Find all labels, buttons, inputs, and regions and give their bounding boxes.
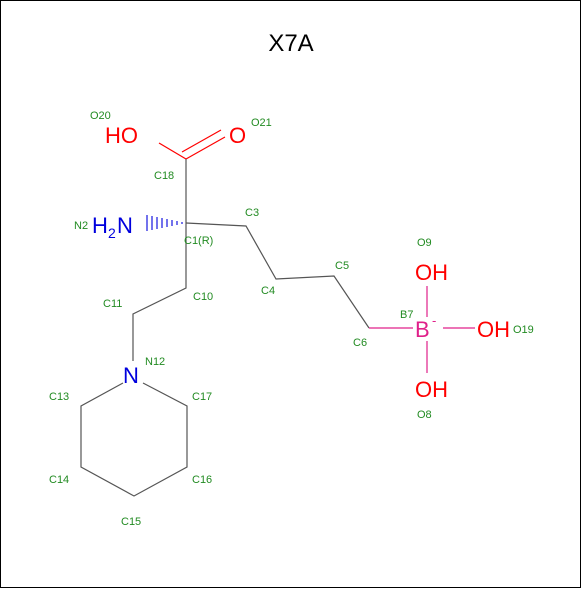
bond-ring-piperidine	[80, 382, 188, 497]
hydroxyl-top: OH	[415, 260, 448, 285]
boron: B	[415, 317, 430, 342]
label-c10: C10	[193, 291, 213, 303]
label-c1: C1(R)	[184, 235, 213, 247]
label-b7: B7	[400, 309, 413, 321]
oxygen-hydroxyl-ho: HO	[105, 123, 138, 148]
label-c18: C18	[154, 170, 174, 182]
hydroxyl-bottom: OH	[415, 377, 448, 402]
label-o19: O19	[513, 324, 534, 336]
label-c5: C5	[335, 260, 349, 272]
label-o20: O20	[90, 110, 111, 122]
bond-c1-n2-hashed-wedge	[146, 215, 183, 231]
amine-subscript: 2	[108, 225, 116, 241]
label-c6: C6	[353, 337, 367, 349]
hydroxyl-right: OH	[477, 317, 510, 342]
ring-nitrogen: N	[123, 363, 139, 388]
label-c4: C4	[261, 285, 275, 297]
label-n12: N12	[145, 356, 165, 368]
label-c14: C14	[49, 474, 69, 486]
label-c15: C15	[121, 516, 141, 528]
label-c17: C17	[192, 391, 212, 403]
label-c16: C16	[192, 474, 212, 486]
label-o8: O8	[417, 409, 432, 421]
label-n2: N2	[74, 220, 88, 232]
oxygen-carbonyl: O	[229, 123, 246, 148]
bond-chain-c1-c6	[185, 222, 370, 329]
amine-nh2: H 2 N	[92, 213, 133, 241]
label-o9: O9	[417, 237, 432, 249]
bond-c18-o21-a	[185, 136, 226, 160]
boron-charge: -	[432, 313, 436, 328]
bond-chain-c1-n12	[132, 223, 187, 361]
molecule-title: X7A	[268, 30, 313, 57]
amine-h: H	[92, 213, 108, 238]
label-c11: C11	[103, 298, 122, 310]
bond-c18-o21-b	[181, 129, 222, 153]
bond-c18-o20	[158, 142, 187, 160]
label-c13: C13	[49, 391, 69, 403]
label-o21: O21	[251, 117, 272, 129]
label-c3: C3	[245, 207, 259, 219]
amine-n: N	[117, 213, 133, 238]
